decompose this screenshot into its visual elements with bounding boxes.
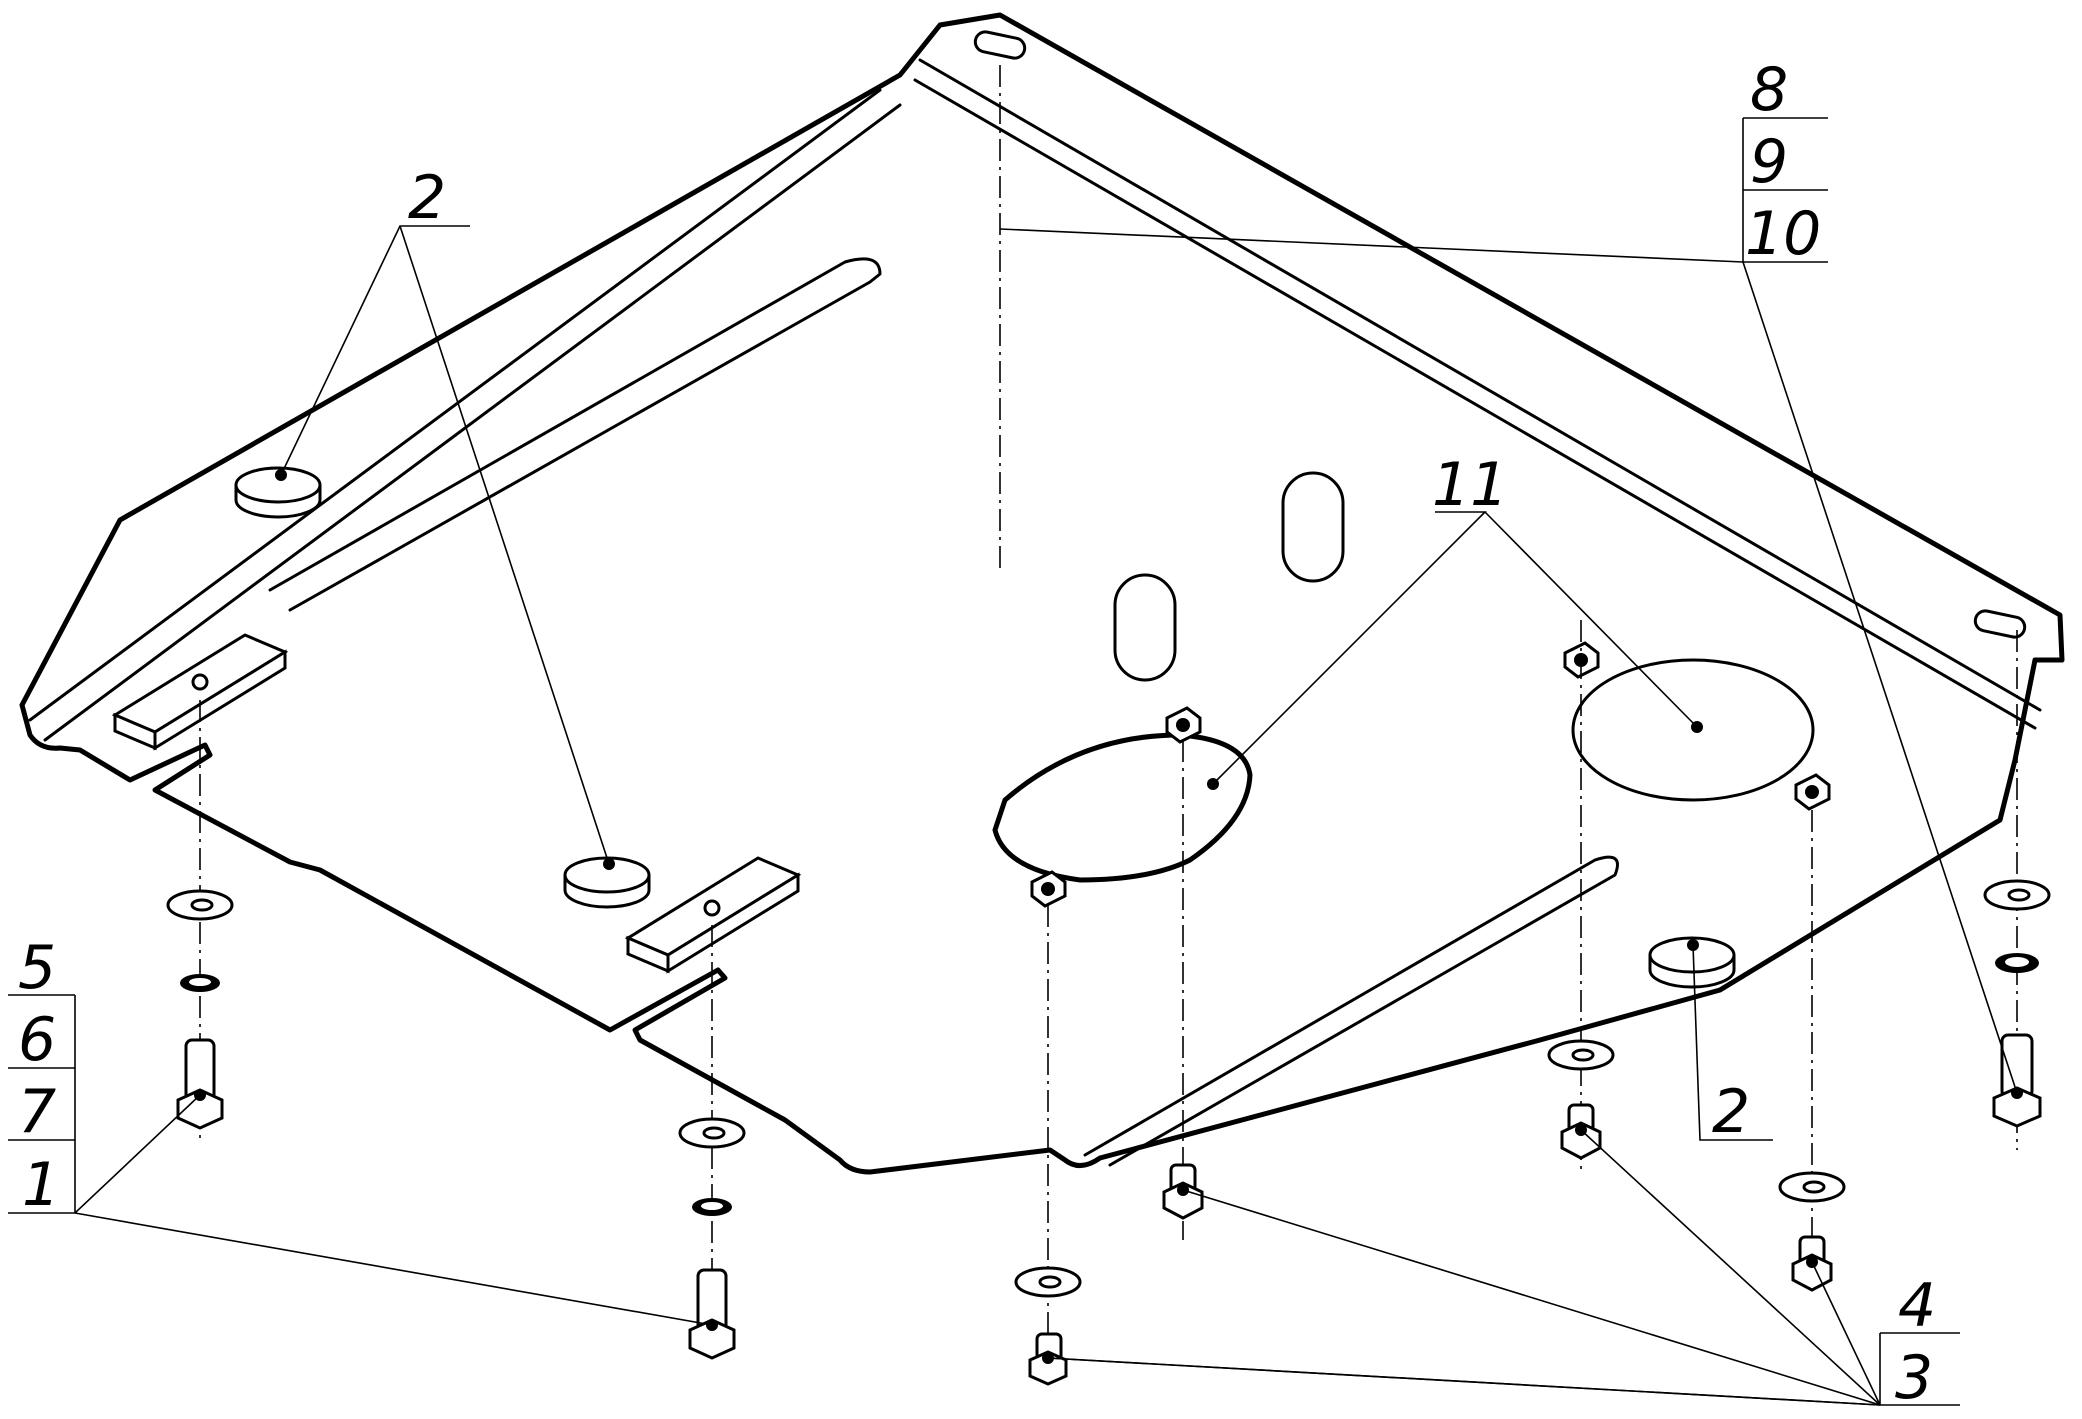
access-hatch-oval [992, 732, 1253, 883]
flange-slot-left [973, 30, 1027, 60]
callout-8: 8 [1750, 55, 1788, 125]
clip-nut-1 [1165, 706, 1202, 744]
leader-lines [8, 225, 2018, 1406]
callout-frame-5-6-7-1 [8, 994, 76, 1213]
rubber-plug-2 [563, 856, 651, 909]
callout-5: 5 [18, 933, 56, 1003]
fastener-stack-right [1547, 1039, 1615, 1160]
oblong-opening-1 [1113, 573, 1177, 682]
callout-6: 6 [18, 1005, 56, 1075]
callout-7: 7 [18, 1077, 56, 1147]
rubber-plug-1 [234, 466, 322, 519]
clip-nut-4 [1794, 773, 1831, 811]
callout-3: 3 [1895, 1343, 1933, 1413]
clip-nut-2 [1030, 870, 1067, 908]
skid-plate-outline [19, 12, 2065, 1175]
callout-2-bottom: 2 [1712, 1077, 1750, 1147]
callout-4: 4 [1898, 1271, 1936, 1341]
fastener-stack-far-right-a [1778, 1171, 1846, 1292]
clip-nut-3 [1563, 641, 1600, 679]
oblong-opening-2 [1281, 471, 1345, 583]
fastener-stack-center-left [678, 1117, 746, 1360]
mounting-bracket-center [624, 856, 802, 974]
flange-slot-right [1973, 609, 2027, 639]
stiffening-rib-left [268, 257, 882, 612]
callout-1: 1 [22, 1150, 60, 1220]
callout-frame-4-3 [1879, 1332, 1960, 1405]
fastener-stack-center [1014, 1266, 1082, 1386]
callout-2-top: 2 [408, 163, 446, 233]
mounting-bracket-left [111, 633, 289, 751]
callout-11: 11 [1432, 450, 1508, 520]
access-hatch-round [1571, 658, 1815, 802]
fastener-stack-center-right [1162, 1163, 1204, 1220]
fastener-stack-left [166, 889, 234, 1130]
callout-10: 10 [1745, 199, 1821, 269]
rubber-plug-3 [1648, 936, 1736, 989]
fastener-stack-far-right-b [1983, 879, 2051, 1128]
callout-frame-8-9-10 [1742, 117, 1828, 262]
callout-9: 9 [1750, 127, 1788, 197]
stiffening-rib-right [1083, 855, 1619, 1167]
skid-plate-fold-left [28, 88, 902, 742]
skid-plate-flange-fold [913, 58, 2042, 730]
